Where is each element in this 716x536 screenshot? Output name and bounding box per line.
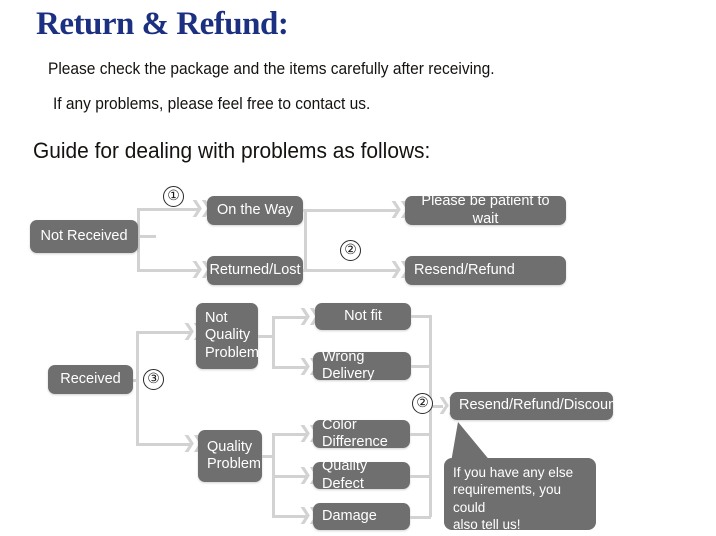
connector-collect-quality-defect [410, 475, 431, 478]
intro-line-2: If any problems, please feel free to con… [53, 95, 371, 113]
node-quality-defect[interactable]: Quality Defect [313, 458, 410, 492]
marker-3: ③ [143, 369, 164, 390]
connector-to-on-the-way [137, 208, 199, 211]
node-not-received[interactable]: Not Received [30, 220, 138, 253]
arrow-to-on-the-way-icon: ❯❯ [190, 198, 213, 218]
arrow-to-returned-lost-icon: ❯❯ [190, 259, 213, 279]
connector-received-split [136, 331, 139, 446]
connector-on-the-way-right [303, 209, 397, 212]
callout-tail-icon [450, 422, 496, 468]
connector-mid-vertical [304, 209, 307, 270]
node-color-difference[interactable]: Color Difference [313, 417, 410, 450]
node-not-quality-problem[interactable]: Not Quality Problem [196, 303, 259, 369]
connector-collector-rail [429, 315, 432, 517]
connector-collect-wrong-delivery [411, 365, 431, 368]
guide-heading: Guide for dealing with problems as follo… [33, 138, 431, 163]
marker-2-bottom: ② [412, 393, 433, 414]
connector-collect-color-difference [410, 433, 431, 436]
connector-nqp-split [272, 316, 275, 368]
marker-2-top: ② [340, 240, 361, 261]
connector-collect-not-fit [411, 315, 431, 318]
node-on-the-way[interactable]: On the Way [207, 196, 303, 225]
connector-not-received-split [137, 208, 140, 272]
node-please-be-patient-to-wait[interactable]: Please be patient to wait [405, 193, 566, 227]
connector-returned-lost-right [303, 269, 397, 272]
connector-to-quality-defect [272, 475, 306, 478]
callout-bubble: If you have any else requirements, you c… [444, 458, 596, 532]
node-quality-problem[interactable]: Quality Problem [198, 430, 262, 482]
connector-qp-stem [262, 455, 274, 458]
node-received[interactable]: Received [48, 365, 133, 394]
node-resend-refund-discount[interactable]: Resend/Refund/Discount [450, 392, 620, 420]
node-wrong-delivery[interactable]: Wrong Delivery [313, 349, 411, 382]
connector-rail-to-outcome [429, 405, 443, 408]
connector-to-color-difference [272, 433, 306, 436]
intro-line-1: Please check the package and the items c… [48, 60, 495, 78]
page-title: Return & Refund: [36, 6, 289, 42]
connector-to-quality-problem [136, 443, 190, 446]
connector-to-not-fit [272, 316, 306, 319]
node-not-fit[interactable]: Not fit [315, 303, 411, 330]
connector-to-damage [272, 515, 306, 518]
connector-collect-damage [410, 516, 431, 519]
connector-to-not-quality [136, 331, 190, 334]
arrow-to-not-fit-icon: ❯❯ [298, 306, 321, 326]
connector-to-returned-lost [137, 269, 199, 272]
node-returned-lost[interactable]: Returned/Lost [207, 256, 303, 285]
connector-nqp-stem [258, 335, 274, 338]
marker-1: ① [163, 186, 184, 207]
node-damage[interactable]: Damage [313, 503, 410, 530]
connector-not-received-stem [138, 235, 156, 238]
connector-to-wrong-delivery [272, 366, 306, 369]
node-resend-refund[interactable]: Resend/Refund [405, 256, 566, 285]
